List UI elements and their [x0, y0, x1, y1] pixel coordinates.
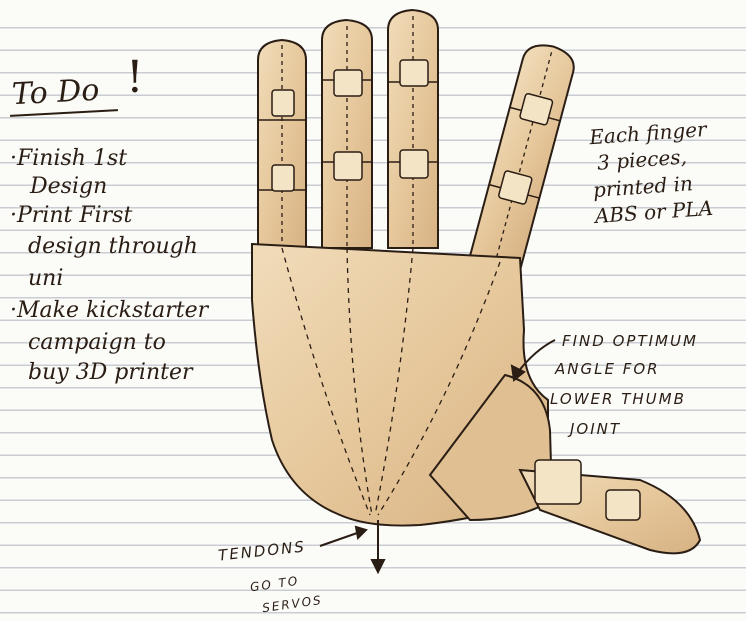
- todo-line: ·Make kickstarter: [10, 300, 208, 322]
- todo-line: uni: [28, 268, 63, 290]
- finger-3: [388, 10, 438, 248]
- todo-title: To Do: [11, 76, 100, 111]
- thumb-note-line: FIND OPTIMUM: [562, 334, 698, 349]
- finger-note: Each finger 3 pieces, printed in ABS or …: [588, 116, 713, 230]
- tendon-arrow: [320, 520, 384, 572]
- todo-line: design through: [28, 236, 198, 258]
- todo-line: buy 3D printer: [28, 362, 192, 384]
- thumb-note-line: ANGLE FOR: [555, 362, 660, 377]
- thumb-note-line: LOWER THUMB: [550, 392, 686, 407]
- finger-2: [322, 20, 372, 248]
- todo-line: Design: [30, 176, 107, 198]
- finger-4: [469, 40, 578, 274]
- todo-line: ·Finish 1st: [10, 148, 127, 170]
- todo-line: ·Print First: [10, 205, 132, 227]
- finger-1: [258, 40, 306, 248]
- todo-exclaim: !: [126, 56, 144, 100]
- todo-line: campaign to: [28, 332, 166, 354]
- thumb-note-line: JOINT: [570, 422, 621, 437]
